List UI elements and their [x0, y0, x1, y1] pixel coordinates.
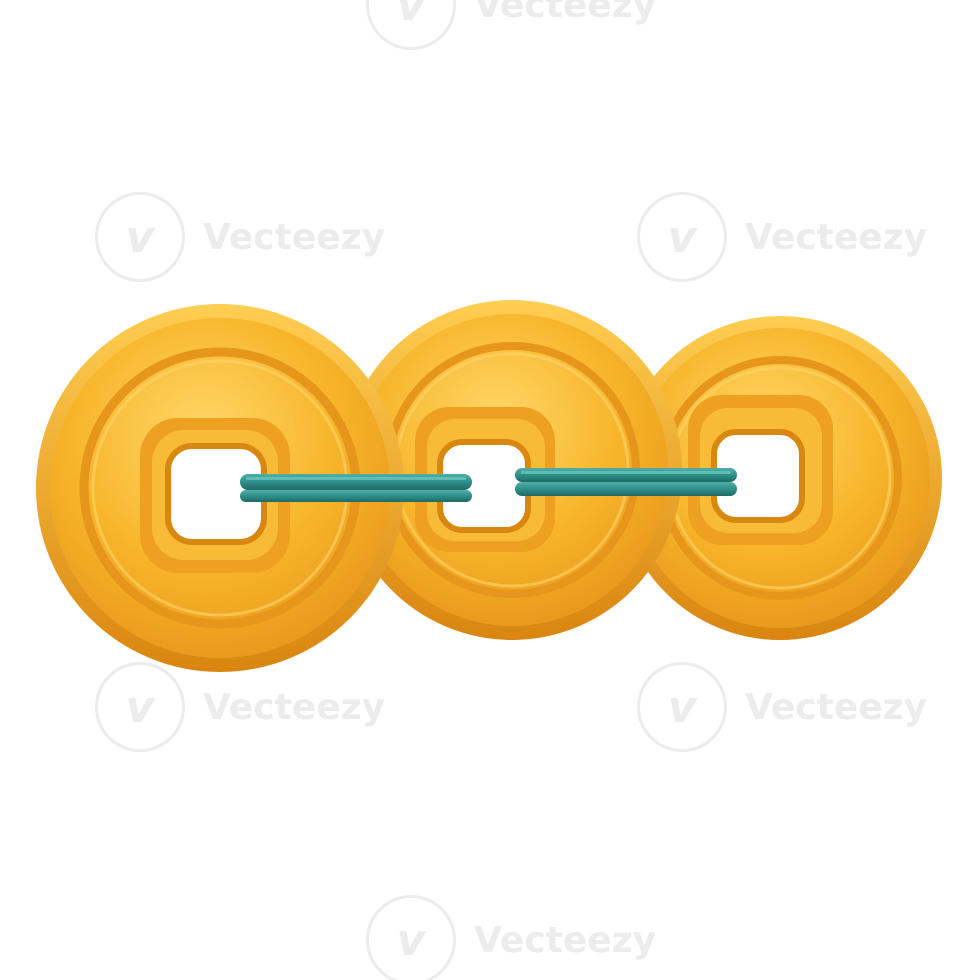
cord-right — [515, 468, 737, 496]
coin-left — [36, 304, 404, 672]
coin-right — [618, 316, 942, 640]
coin-middle — [342, 300, 682, 640]
cord-left — [240, 474, 472, 502]
